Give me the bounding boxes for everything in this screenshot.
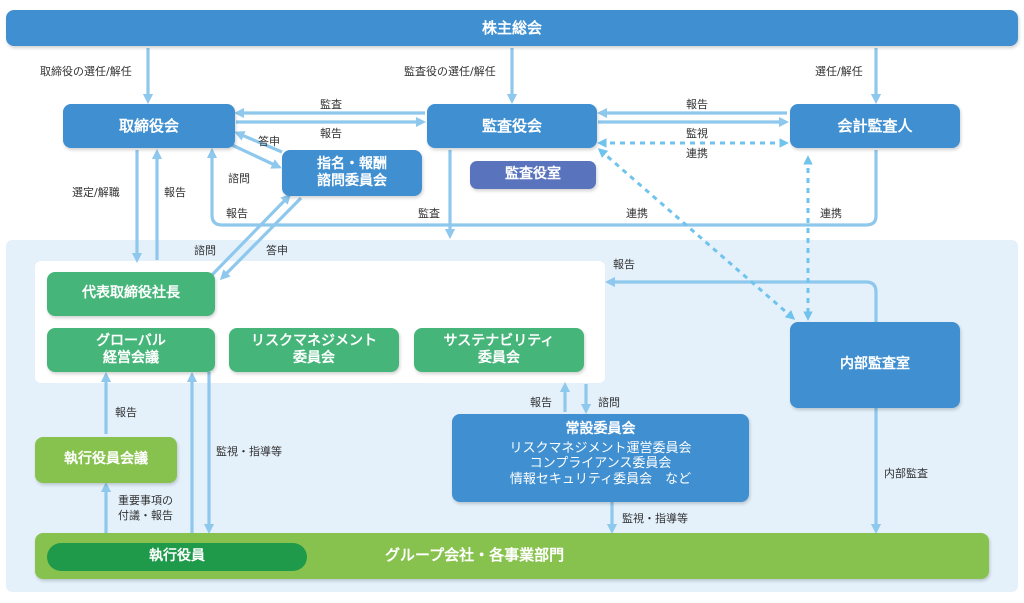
label-report-standing: 報告 xyxy=(530,396,552,409)
label-consult-nom: 諮問 xyxy=(228,172,250,185)
arrow-nom-answer xyxy=(234,131,283,154)
group-companies-label: グループ会社・各事業部門 xyxy=(385,546,565,564)
standing-committees: 常設委員会 リスクマネジメント運営委員会 コンプライアンス委員会 情報セキュリテ… xyxy=(452,414,749,502)
executive-officers: 執行役員 xyxy=(47,543,307,571)
sustainability-committee: サステナビリティ 委員会 xyxy=(414,328,584,372)
sustainability-line-1: サステナビリティ xyxy=(443,332,555,349)
audit-office: 監査役室 xyxy=(470,161,596,189)
label-internal-audit-down: 内部監査 xyxy=(884,467,928,480)
label-answer-nom: 答申 xyxy=(258,135,280,148)
officers-meeting-label: 執行役員会議 xyxy=(64,451,148,468)
label-answer-president: 答申 xyxy=(266,244,288,257)
standing-title: 常設委員会 xyxy=(565,421,636,437)
label-important-matters-2: 付議・報告 xyxy=(118,509,173,522)
label-elect-accounting: 選任/解任 xyxy=(815,65,863,78)
executive-officers-meeting: 執行役員会議 xyxy=(35,437,177,483)
accounting-auditor-label: 会計監査人 xyxy=(837,116,913,135)
label-select-dismiss: 選定/解職 xyxy=(72,186,120,199)
internal-audit-label: 内部監査室 xyxy=(840,356,910,373)
label-important-matters-1: 重要事項の xyxy=(118,494,173,507)
label-monitor-guide-bottom: 監視・指導等 xyxy=(622,512,688,525)
shareholders-meeting: 株主総会 xyxy=(6,10,1018,46)
board-of-directors: 取締役会 xyxy=(63,104,235,148)
label-cooperation-mid: 連携 xyxy=(686,147,708,160)
arrow-president-answer xyxy=(219,196,303,281)
internal-audit-office: 内部監査室 xyxy=(790,322,960,408)
arrow-loop-to-board xyxy=(206,147,878,227)
risk-line-1: リスクマネジメント xyxy=(251,332,377,349)
risk-management-committee: リスクマネジメント 委員会 xyxy=(229,328,399,372)
label-audit-to-board: 監査 xyxy=(320,98,342,111)
president-label: 代表取締役社長 xyxy=(82,285,180,302)
sustainability-line-2: 委員会 xyxy=(478,350,520,366)
label-consult-standing: 諮問 xyxy=(598,396,620,409)
label-cooperation-right: 連携 xyxy=(820,207,842,220)
standing-item-3: 情報セキュリティ委員会 など xyxy=(509,471,692,487)
board-label: 取締役会 xyxy=(118,116,179,135)
audit-board-label: 監査役会 xyxy=(481,116,542,135)
global-management-meeting: グローバル 経営会議 xyxy=(47,328,215,372)
shareholders-label: 株主総会 xyxy=(481,18,542,37)
standing-item-2: コンプライアンス委員会 xyxy=(529,456,672,472)
audit-board: 監査役会 xyxy=(427,104,597,148)
label-report-internal: 報告 xyxy=(613,258,635,271)
label-elect-auditors: 監査役の選任/解任 xyxy=(404,65,496,78)
global-line-2: 経営会議 xyxy=(103,350,159,366)
nomination-line-2: 諮問委員会 xyxy=(317,173,387,189)
label-elect-directors: 取締役の選任/解任 xyxy=(40,65,132,78)
label-report-to-audit: 報告 xyxy=(320,127,342,140)
label-report-top-right: 報告 xyxy=(686,98,708,111)
label-monitor: 監視 xyxy=(686,127,708,140)
arrow-president-consult xyxy=(208,193,292,279)
standing-item-1: リスクマネジメント運営委員会 xyxy=(509,440,692,456)
label-report-bottom-loop: 報告 xyxy=(226,207,248,220)
label-consult-president: 諮問 xyxy=(194,244,216,257)
label-cooperation-bottom: 連携 xyxy=(626,207,648,220)
global-line-1: グローバル xyxy=(96,332,166,349)
label-monitor-guide-left: 監視・指導等 xyxy=(216,445,282,458)
label-report-officers-meeting: 報告 xyxy=(115,406,137,419)
officers-label: 執行役員 xyxy=(149,548,205,565)
label-audit-bottom-loop: 監査 xyxy=(418,207,440,220)
nomination-line-1: 指名・報酬 xyxy=(317,155,387,172)
representative-director-president: 代表取締役社長 xyxy=(47,272,215,316)
risk-line-2: 委員会 xyxy=(293,350,335,366)
arrow-nom-consult xyxy=(231,143,282,169)
dashed-audit-internal xyxy=(597,148,796,320)
audit-office-label: 監査役室 xyxy=(505,166,561,183)
accounting-auditor: 会計監査人 xyxy=(790,104,960,148)
label-report-president-up: 報告 xyxy=(164,186,186,199)
nomination-compensation-committee: 指名・報酬 諮問委員会 xyxy=(282,150,422,196)
arrow-internal-report xyxy=(604,276,878,322)
